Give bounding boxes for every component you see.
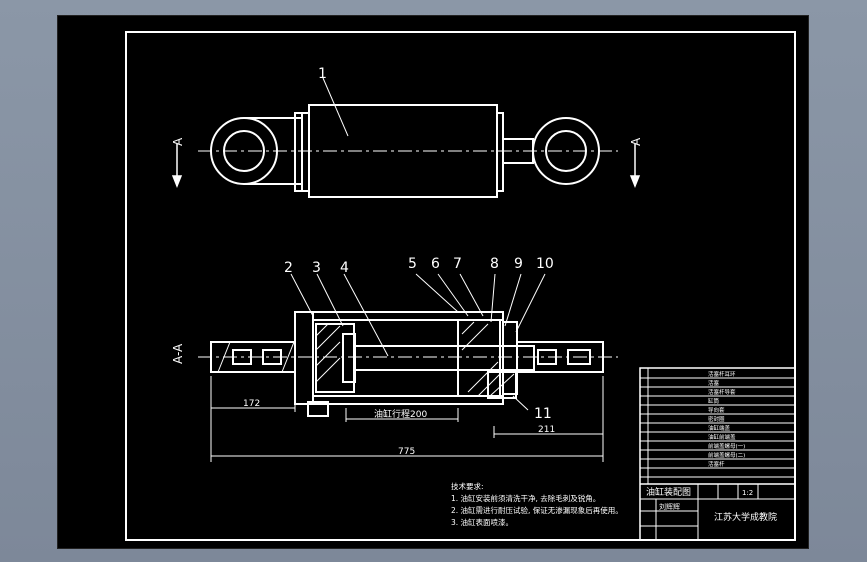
- parts-list: 活塞杆耳环 活塞 活塞杆导套 缸筒 导向套 密封圈 油缸端盖 油缸前端盖 前端盖…: [708, 370, 745, 468]
- tech-req-title: 技术要求:: [451, 481, 484, 491]
- balloon-10: 10: [536, 256, 554, 272]
- drawn-by: 刘辉辉: [659, 502, 680, 511]
- drawing-title: 油缸装配图: [646, 486, 691, 498]
- tech-req-item-2: 2. 油缸需进行耐压试验, 保证无渗漏现象后再使用。: [451, 505, 623, 515]
- drawing-scale: 1:2: [742, 489, 753, 497]
- section-balloons: 2 3 4 5 6 7 8 9 10 11: [284, 256, 554, 422]
- part-row: 密封圈: [708, 415, 725, 423]
- section-label-right: A: [629, 137, 643, 146]
- part-row: 油缸端盖: [708, 424, 731, 432]
- part-row: 活塞杆: [708, 460, 725, 468]
- balloon-11: 11: [534, 406, 552, 422]
- part-row: 导向套: [708, 406, 725, 414]
- technical-requirements: 技术要求: 1. 油缸安装前须清洗干净, 去除毛刺及锐角。 2. 油缸需进行耐压…: [451, 481, 623, 527]
- part-row: 缸筒: [708, 397, 720, 405]
- top-view: [198, 77, 618, 198]
- balloon-5: 5: [408, 256, 417, 272]
- part-row: 活塞杆导套: [708, 388, 736, 396]
- balloon-2: 2: [284, 260, 293, 276]
- section-view: [198, 273, 618, 417]
- section-label-aa: A-A: [171, 343, 185, 364]
- part-row: 前端盖螺母(一): [708, 442, 745, 450]
- dim-211: 211: [538, 425, 555, 435]
- section-label-left: A: [171, 137, 185, 146]
- balloon-7: 7: [453, 256, 462, 272]
- section-marks: [171, 144, 641, 189]
- cylinder-tube: [312, 311, 504, 405]
- balloon-4: 4: [340, 260, 349, 276]
- front-gland: [457, 319, 501, 397]
- dim-stroke: 油缸行程200: [374, 408, 427, 420]
- rear-end-cap: [294, 311, 314, 405]
- title-block: [639, 367, 796, 541]
- part-row: 活塞: [708, 379, 720, 387]
- balloon-9: 9: [514, 256, 523, 272]
- hydraulic-cylinder-drawing: 1 A A A-A: [125, 31, 796, 541]
- balloon-1: 1: [318, 66, 327, 82]
- balloon-8: 8: [490, 256, 499, 272]
- part-row: 油缸前端盖: [708, 433, 736, 441]
- piston-rod: [353, 345, 535, 371]
- dim-172: 172: [243, 399, 260, 409]
- tech-req-item-1: 1. 油缸安装前须清洗干净, 去除毛刺及锐角。: [451, 493, 600, 503]
- dimension-lines: [210, 376, 604, 462]
- inner-frame: [125, 31, 796, 541]
- drawing-sheet: 1 A A A-A: [57, 15, 809, 549]
- part-row: 活塞杆耳环: [708, 370, 736, 378]
- balloon-6: 6: [431, 256, 440, 272]
- balloon-3: 3: [312, 260, 321, 276]
- part-row: 前端盖螺母(二): [708, 451, 745, 459]
- dim-775: 775: [398, 447, 415, 457]
- institution: 江苏大学成教院: [714, 511, 777, 523]
- tech-req-item-3: 3. 油缸表面喷漆。: [451, 517, 513, 527]
